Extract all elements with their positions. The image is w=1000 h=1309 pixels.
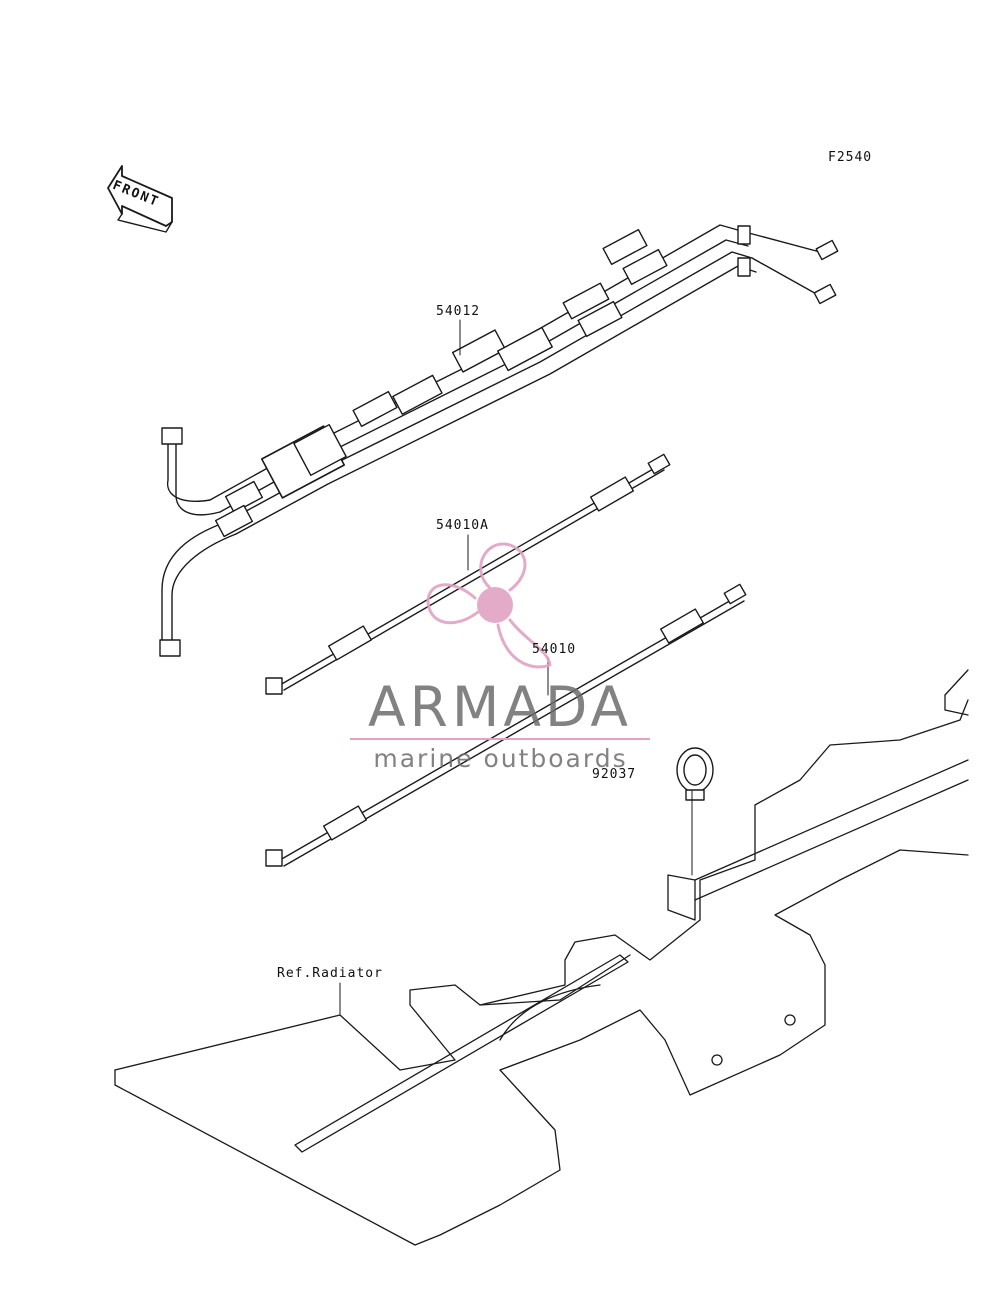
watermark-brand: ARMADA: [368, 675, 632, 739]
choke-cable-drawing: [265, 583, 747, 867]
cable-clamp-drawing: [676, 747, 714, 801]
callout-radiator-ref: Ref.Radiator: [277, 966, 383, 981]
front-arrow-icon: [107, 165, 173, 233]
figure-code: F2540: [828, 150, 873, 165]
callout-54012[interactable]: 54012: [436, 304, 481, 319]
callout-54010a[interactable]: 54010A: [436, 518, 489, 533]
propeller-logo-icon: [426, 542, 552, 669]
callout-92037[interactable]: 92037: [592, 767, 637, 782]
radiator-frame-drawing: [114, 669, 969, 1246]
throttle-cable-assembly: [159, 224, 839, 657]
callout-54010[interactable]: 54010: [532, 642, 577, 657]
watermark-tagline: marine outboards: [373, 744, 628, 773]
watermark-divider: [350, 738, 650, 740]
leader-lines: [339, 319, 693, 1016]
choke-cable-a-drawing: [265, 453, 671, 695]
